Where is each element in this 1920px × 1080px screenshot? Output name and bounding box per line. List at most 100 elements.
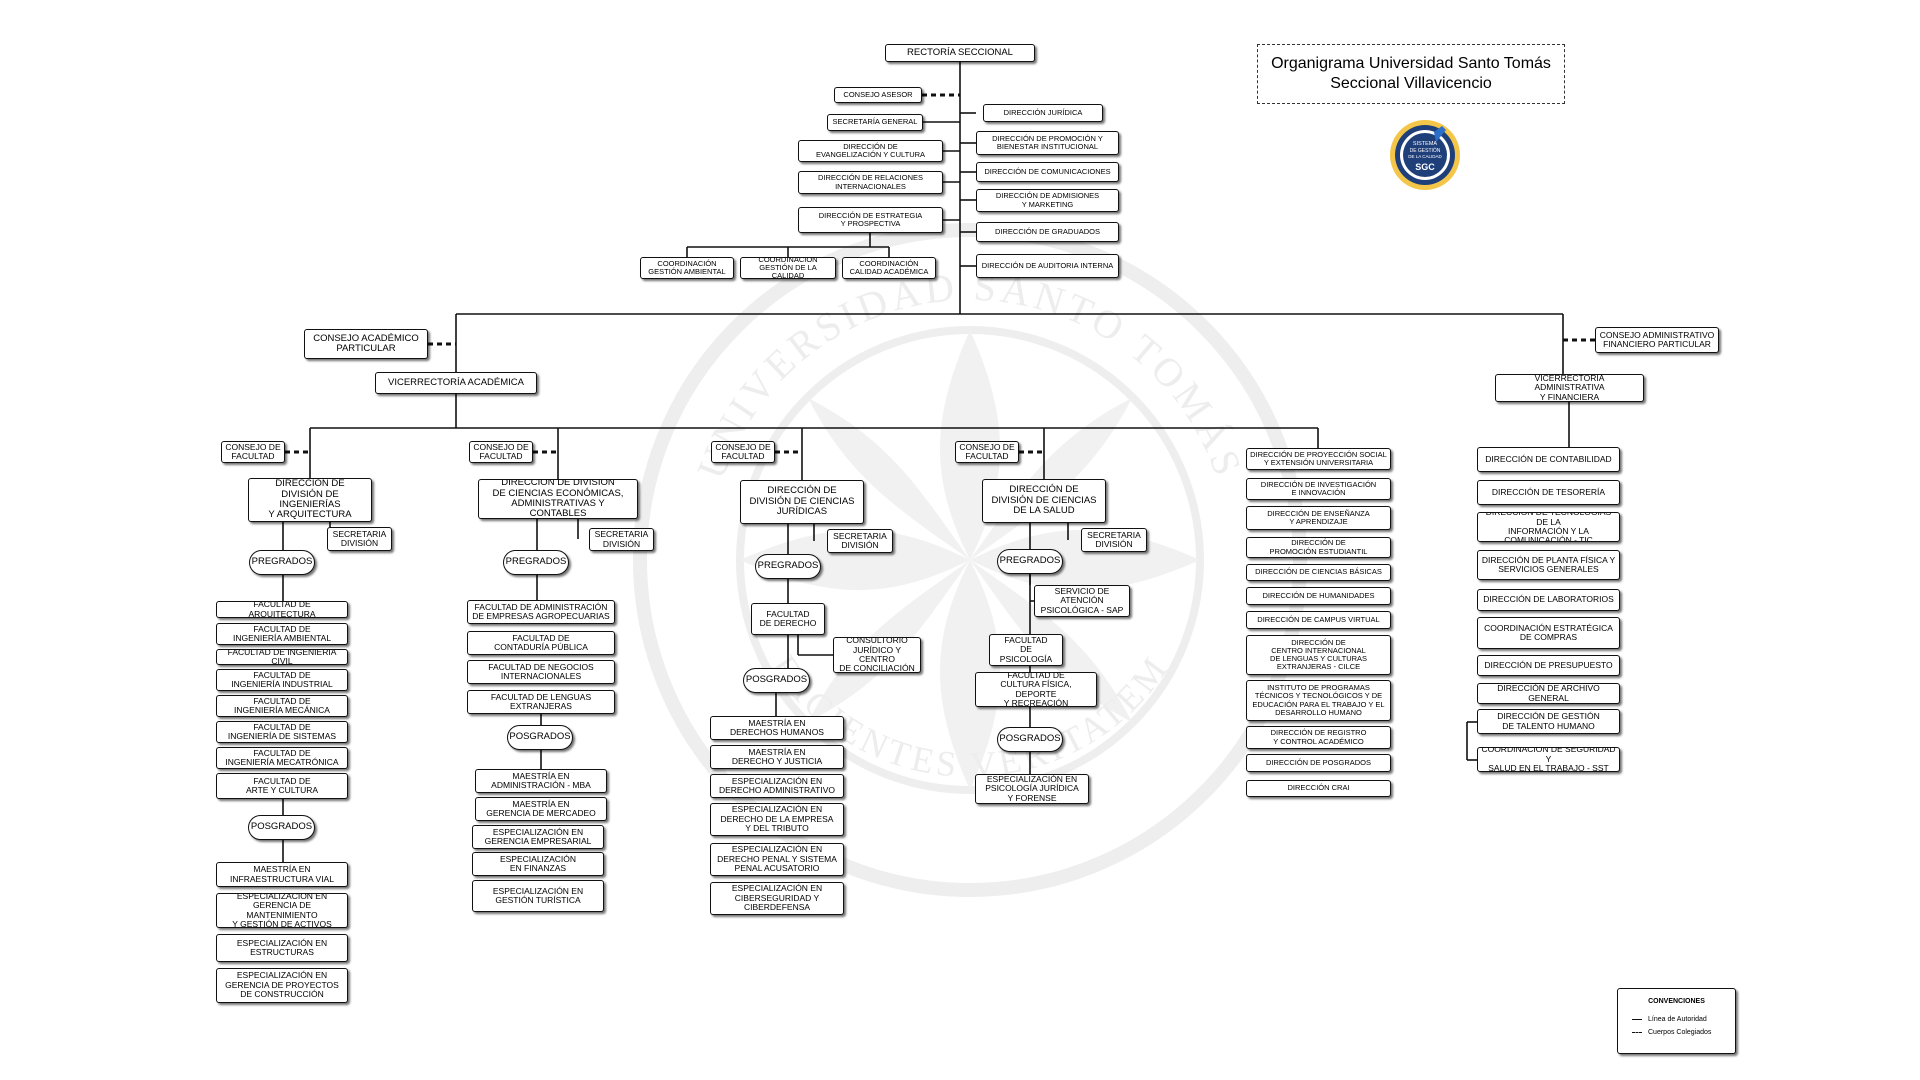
org-box-mae-infraestructura: MAESTRÍA EN INFRAESTRUCTURA VIAL [216,862,348,887]
legend-authority-row: Línea de Autoridad [1632,1016,1707,1023]
org-box-dir-registro: DIRECCIÓN DE REGISTRO Y CONTROL ACADÉMIC… [1246,726,1391,749]
org-box-dir-contabilidad: DIRECCIÓN DE CONTABILIDAD [1477,447,1620,472]
org-box-dir-proyeccion: DIRECCIÓN DE PROYECCIÓN SOCIAL Y EXTENSI… [1246,448,1391,470]
seal-line-3: DE LA CALIDAD [1408,154,1442,159]
org-box-mae-justicia: MAESTRÍA EN DERECHO Y JUSTICIA [710,745,844,769]
org-box-fac-contaduria: FACULTAD DE CONTADURÍA PÚBLICA [467,631,615,655]
org-box-fac-psicologia: FACULTAD DE PSICOLOGÍA [989,634,1063,666]
org-box-sap: SERVICIO DE ATENCIÓN PSICOLÓGICA - SAP [1034,585,1130,617]
org-box-dir-laboratorios: DIRECCIÓN DE LABORATORIOS [1477,589,1620,611]
org-box-esp-mantenimiento: ESPECIALIZACIÓN EN GERENCIA DE MANTENIMI… [216,893,348,928]
legend: CONVENCIONES Línea de Autoridad Cuerpos … [1617,988,1736,1054]
org-box-coord-compras: COORDINACIÓN ESTRATÉGICA DE COMPRAS [1477,617,1620,649]
org-box-fac-ing-ambiental: FACULTAD DE INGENIERÍA AMBIENTAL [216,623,348,645]
org-box-dir-promocion-bienestar: DIRECCIÓN DE PROMOCIÓN Y BIENESTAR INSTI… [976,131,1119,155]
org-box-esp-administrativo: ESPECIALIZACIÓN EN DERECHO ADMINISTRATIV… [710,774,844,798]
legend-collegiate-label: Cuerpos Colegiados [1648,1029,1712,1036]
org-box-dir-campus-virtual: DIRECCIÓN DE CAMPUS VIRTUAL [1246,611,1391,629]
org-box-dir-tic: DIRECCIÓN DE TECNOLOGÍAS DE LA INFORMACI… [1477,512,1620,542]
org-box-dir-investigacion: DIRECCIÓN DE INVESTIGACIÓN E INNOVACIÓN [1246,478,1391,500]
org-box-dir-comunicaciones: DIRECCIÓN DE COMUNICACIONES [976,162,1119,182]
org-box-sec-sal: SECRETARIA DIVISIÓN [1081,528,1147,552]
org-box-mae-mba: MAESTRÍA EN ADMINISTRACIÓN - MBA [475,769,607,793]
org-box-dir-auditoria: DIRECCIÓN DE AUDITORIA INTERNA [976,254,1119,278]
seal-line-1: SISTEMA [1413,141,1437,147]
org-box-coord-gestion-calidad: COORDINACIÓN GESTIÓN DE LA CALIDAD [740,257,836,279]
org-box-esp-empresarial: ESPECIALIZACIÓN EN GERENCIA EMPRESARIAL [472,825,604,849]
org-box-fac-ing-sistemas: FACULTAD DE INGENIERÍA DE SISTEMAS [216,721,348,743]
org-box-dir-planta: DIRECCIÓN DE PLANTA FÍSICA Y SERVICIOS G… [1477,550,1620,580]
chart-title-line-1: Organigrama Universidad Santo Tomás [1271,55,1551,72]
org-box-mae-ddhh: MAESTRÍA EN DERECHOS HUMANOS [710,716,844,740]
chart-title: Organigrama Universidad Santo Tomás Secc… [1257,44,1565,104]
org-box-dir-promocion-estudiantil: DIRECCIÓN DE PROMOCIÓN ESTUDIANTIL [1246,537,1391,558]
legend-collegiate-row: Cuerpos Colegiados [1632,1029,1711,1036]
dashed-line-icon [1632,1032,1642,1033]
org-box-div-sal: DIRECCIÓN DE DIVISIÓN DE CIENCIAS DE LA … [982,479,1106,523]
org-box-fac-arte: FACULTAD DE ARTE Y CULTURA [216,773,348,799]
org-box-esp-empresa-tributo: ESPECIALIZACIÓN EN DERECHO DE LA EMPRESA… [710,803,844,836]
org-box-dir-tesoreria: DIRECCIÓN DE TESORERÍA [1477,480,1620,505]
org-box-dir-estrategia: DIRECCIÓN DE ESTRATEGIA Y PROSPECTIVA [798,207,943,233]
org-box-esp-estructuras: ESPECIALIZACIÓN EN ESTRUCTURAS [216,934,348,962]
org-box-secretaria-general: SECRETARÍA GENERAL [827,114,923,131]
seal-line-2: DE GESTIÓN [1410,147,1441,154]
org-box-esp-penal: ESPECIALIZACIÓN EN DERECHO PENAL Y SISTE… [710,843,844,876]
org-box-dir-ensenanza: DIRECCIÓN DE ENSEÑANZA Y APRENDIZAJE [1246,506,1391,530]
org-box-consultorio: CONSULTORIO JURÍDICO Y CENTRO DE CONCILI… [833,637,921,673]
org-box-fac-ing-civil: FACULTAD DE INGENIERÍA CIVIL [216,649,348,665]
solid-line-icon [1632,1019,1642,1020]
org-box-fac-ing-industrial: FACULTAD DE INGENIERÍA INDUSTRIAL [216,669,348,691]
org-box-sec-ing: SECRETARIA DIVISIÓN [327,527,392,551]
org-box-coord-calidad-academica: COORDINACIÓN CALIDAD ACADÉMICA [842,257,936,279]
org-box-dir-admisiones: DIRECCIÓN DE ADMISIONES Y MARKETING [976,189,1119,212]
chart-title-line-2: Seccional Villavicencio [1330,75,1492,92]
org-box-dir-archivo: DIRECCIÓN DE ARCHIVO GENERAL [1477,683,1620,704]
org-box-sec-jur: SECRETARIA DIVISIÓN [827,529,893,553]
org-box-fac-derecho: FACULTAD DE DERECHO [751,603,825,635]
org-box-dir-presupuesto: DIRECCIÓN DE PRESUPUESTO [1477,655,1620,676]
org-box-cf-sal: CONSEJO DE FACULTAD [955,441,1019,463]
org-box-dir-humanidades: DIRECCIÓN DE HUMANIDADES [1246,587,1391,605]
org-box-esp-psico-juridica: ESPECIALIZACIÓN EN PSICOLOGÍA JURÍDICA Y… [975,774,1089,804]
org-box-dir-relaciones: DIRECCIÓN DE RELACIONES INTERNACIONALES [798,171,943,194]
org-box-pre-ing: PREGRADOS [249,550,315,575]
org-box-sec-eco: SECRETARIA DIVISIÓN [589,528,654,551]
org-box-esp-turistica: ESPECIALIZACIÓN EN GESTIÓN TURÍSTICA [472,880,604,912]
org-box-dir-crai: DIRECCIÓN CRAI [1246,780,1391,797]
org-box-fac-agro: FACULTAD DE ADMINISTRACIÓN DE EMPRESAS A… [467,600,615,624]
org-box-fac-ing-mecatronica: FACULTAD DE INGENIERÍA MECATRÓNICA [216,747,348,769]
org-box-fac-negocios: FACULTAD DE NEGOCIOS INTERNACIONALES [467,660,615,684]
org-box-div-eco: DIRECCIÓN DE DIVISIÓN DE CIENCIAS ECONÓM… [478,479,638,519]
org-box-esp-proyectos: ESPECIALIZACIÓN EN GERENCIA DE PROYECTOS… [216,968,348,1003]
legend-authority-label: Línea de Autoridad [1648,1016,1707,1023]
org-box-esp-ciberseguridad: ESPECIALIZACIÓN EN CIBERSEGURIDAD Y CIBE… [710,882,844,915]
org-box-fac-lenguas: FACULTAD DE LENGUAS EXTRANJERAS [467,690,615,714]
org-box-div-ing: DIRECCIÓN DE DIVISIÓN DE INGENIERÍAS Y A… [248,478,372,522]
org-box-dir-posgrados: DIRECCIÓN DE POSGRADOS [1246,754,1391,772]
org-box-pre-sal: PREGRADOS [997,549,1063,574]
org-box-instituto: INSTITUTO DE PROGRAMAS TÉCNICOS Y TECNOL… [1246,680,1391,721]
org-box-pos-ing: POSGRADOS [248,815,315,840]
org-box-coord-ambiental: COORDINACIÓN GESTIÓN AMBIENTAL [640,257,734,279]
org-box-pre-jur: PREGRADOS [755,554,821,579]
org-box-vice-academica: VICERRECTORÍA ACADÉMICA [375,372,537,394]
org-box-rectoria: RECTORÍA SECCIONAL [885,44,1035,62]
org-box-consejo-academico: CONSEJO ACADÉMICO PARTICULAR [304,329,428,359]
org-box-dir-talento: DIRECCIÓN DE GESTIÓN DE TALENTO HUMANO [1477,709,1620,734]
org-box-fac-ing-mecanica: FACULTAD DE INGENIERÍA MECÁNICA [216,695,348,717]
org-box-dir-cilce: DIRECCIÓN DE CENTRO INTERNACIONAL DE LEN… [1246,635,1391,675]
org-box-cf-ing: CONSEJO DE FACULTAD [221,441,285,463]
org-box-dir-basicas: DIRECCIÓN DE CIENCIAS BÁSICAS [1246,564,1391,581]
org-box-dir-evangelizacion: DIRECCIÓN DE EVANGELIZACIÓN Y CULTURA [798,140,943,162]
org-box-pre-eco: PREGRADOS [503,550,569,575]
org-box-consejo-administrativo: CONSEJO ADMINISTRATIVO FINANCIERO PARTIC… [1595,327,1719,353]
legend-title: CONVENCIONES [1648,998,1705,1005]
org-box-esp-finanzas: ESPECIALIZACIÓN EN FINANZAS [472,852,604,876]
org-box-mae-mercadeo: MAESTRÍA EN GERENCIA DE MERCADEO [475,797,607,821]
org-box-pos-eco: POSGRADOS [507,725,573,750]
org-box-vice-administrativa: VICERRECTORÍA ADMINISTRATIVA Y FINANCIER… [1495,374,1644,402]
org-box-fac-arquitectura: FACULTAD DE ARQUITECTURA [216,601,348,618]
sgc-seal-icon: SISTEMA DE GESTIÓN DE LA CALIDAD SGC [1390,120,1460,190]
